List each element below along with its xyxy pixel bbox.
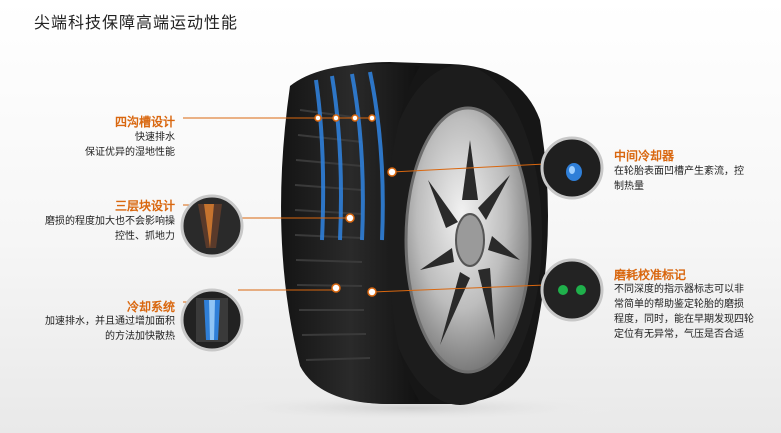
desc-line: 保证优异的湿地性能 — [85, 147, 175, 158]
tread-face — [281, 63, 420, 404]
desc-line: 磨损的程度加大也不会影响操 — [45, 216, 175, 227]
wear-indicator-desc: 不同深度的指示器标志可以非 常简单的帮助鉴定轮胎的磨损 程度，同时，能在早期发现… — [614, 282, 754, 342]
floor-shadow — [200, 394, 620, 422]
page-title: 尖端科技保障高端运动性能 — [34, 13, 239, 32]
desc-line: 程度，同时，能在早期发现四轮 — [614, 314, 754, 325]
rim-spokes — [420, 140, 520, 345]
inset-three-layer — [180, 194, 244, 258]
desc-line: 在轮胎表面凹槽产生紊流，控 — [614, 166, 744, 177]
middle-cooler-desc: 在轮胎表面凹槽产生紊流，控 制热量 — [614, 164, 744, 194]
middle-cooler-heading: 中间冷却器 — [614, 149, 675, 163]
desc-line: 定位有无异常，气压是否合适 — [614, 329, 744, 340]
desc-line: 控性、抓地力 — [115, 231, 175, 242]
four-groove-desc: 快速排水 保证优异的湿地性能 — [85, 130, 175, 160]
desc-line: 快速排水 — [135, 132, 175, 143]
tire — [281, 62, 548, 405]
inset-cooling-system — [180, 288, 244, 352]
cooling-system-desc: 加速排水，并且通过增加面积 的方法加快散热 — [45, 314, 175, 344]
desc-line: 加速排水，并且通过增加面积 — [45, 316, 175, 327]
wheel-hub — [455, 213, 485, 267]
desc-line: 的方法加快散热 — [105, 331, 175, 342]
three-layer-desc: 磨损的程度加大也不会影响操 控性、抓地力 — [45, 214, 175, 244]
four-groove-heading: 四沟槽设计 — [114, 115, 175, 129]
three-layer-heading: 三层块设计 — [114, 199, 175, 213]
callout-markers — [314, 114, 397, 297]
inset-wear-indicator — [540, 258, 604, 322]
blue-grooves — [314, 71, 385, 241]
desc-line: 不同深度的指示器标志可以非 — [614, 284, 744, 295]
inset-middle-cooler — [540, 136, 604, 200]
cooling-system-heading: 冷却系统 — [126, 300, 175, 314]
desc-line: 常简单的帮助鉴定轮胎的磨损 — [614, 299, 744, 310]
tread-pattern — [294, 109, 371, 361]
wear-indicator-heading: 磨耗校准标记 — [614, 268, 687, 282]
desc-line: 制热量 — [614, 181, 644, 192]
